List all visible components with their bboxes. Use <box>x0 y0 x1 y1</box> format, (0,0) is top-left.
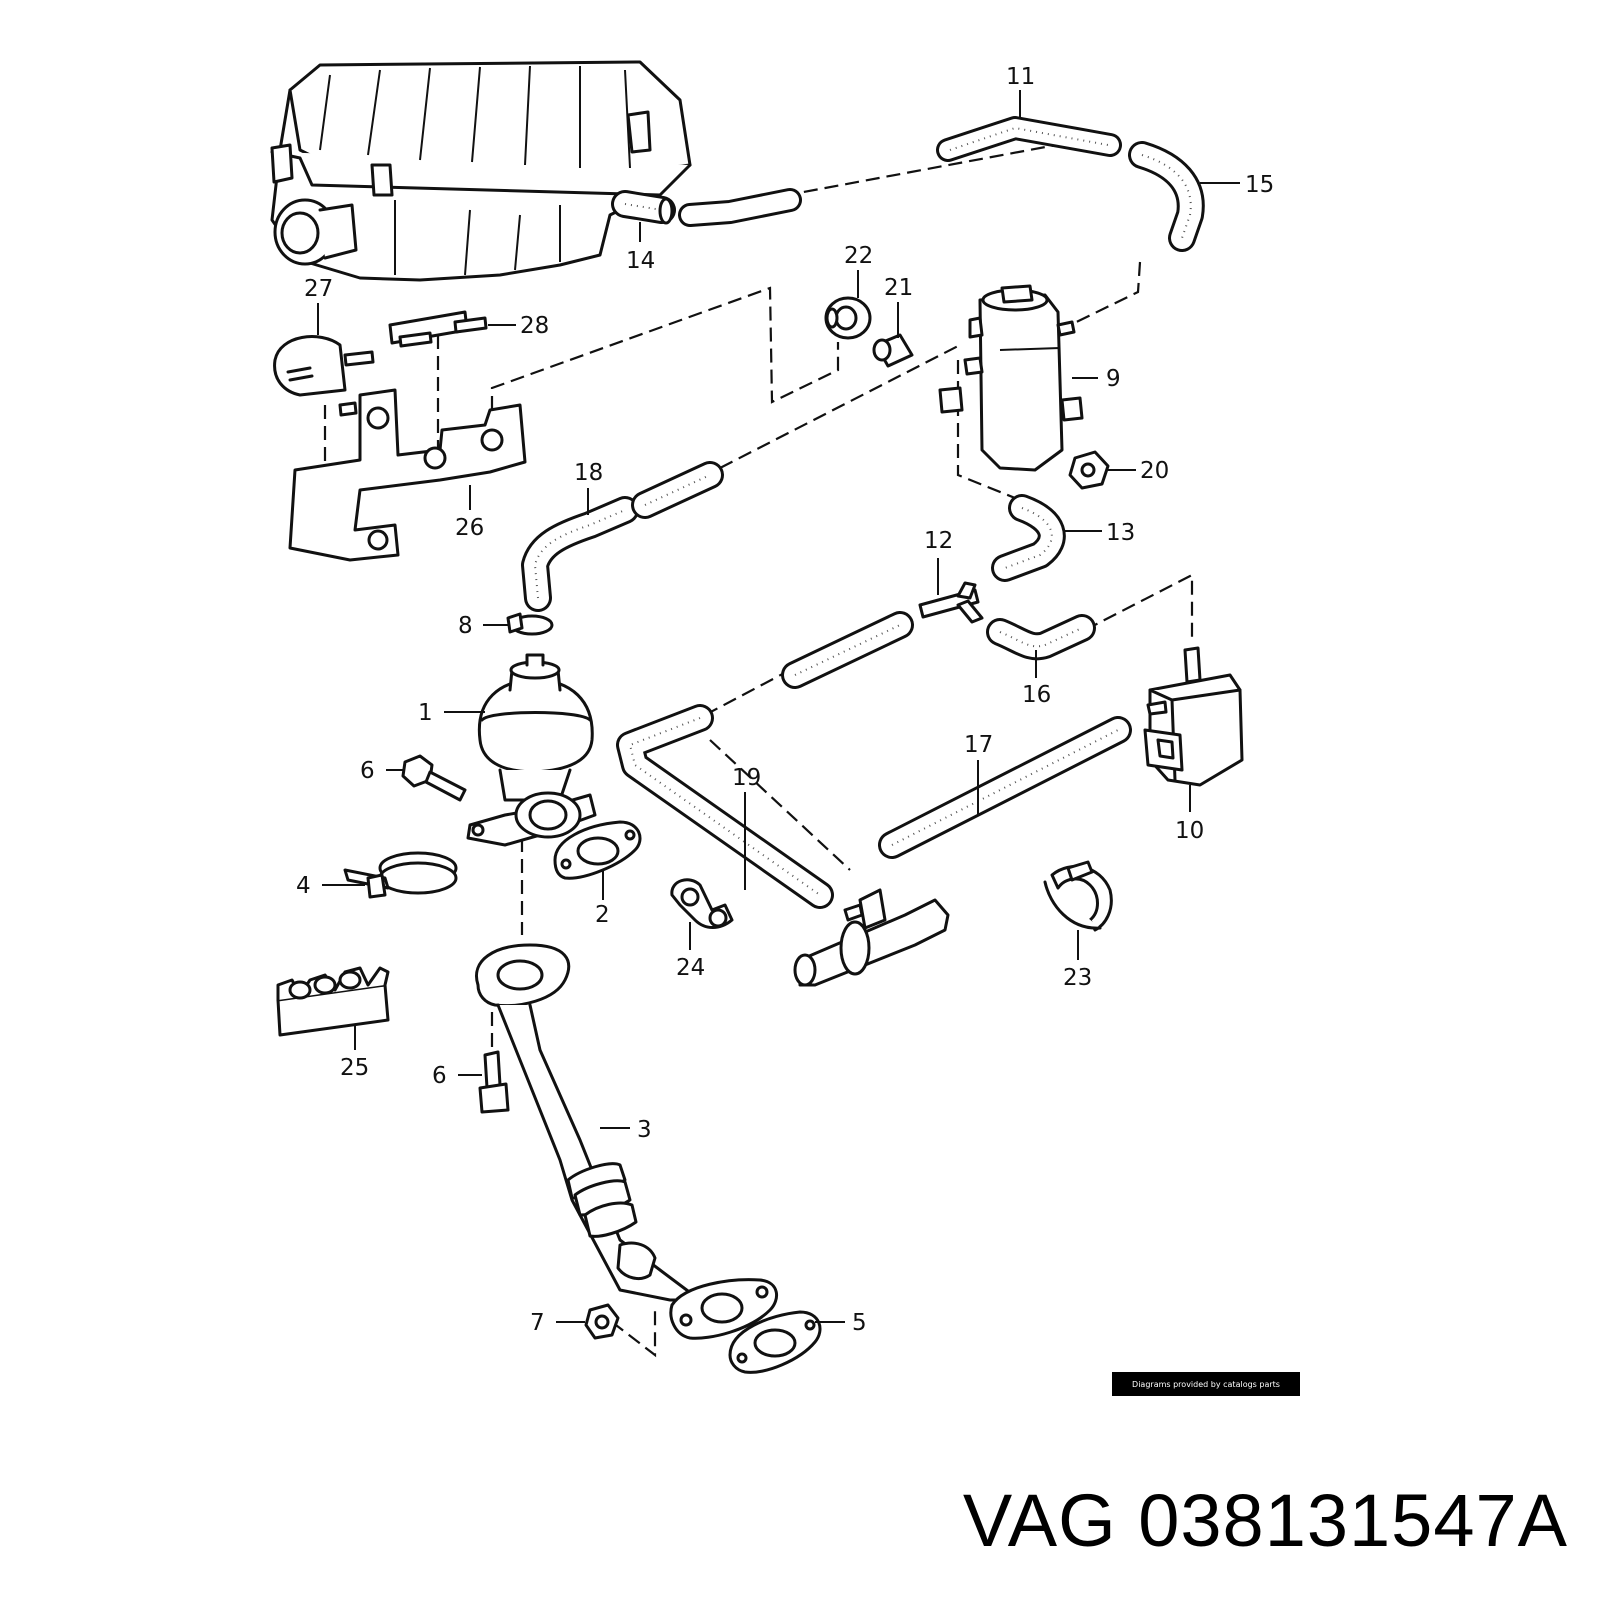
bolt-6-lower <box>478 1050 510 1114</box>
pressure-converter-9 <box>938 284 1084 472</box>
part-title: VAG 038131547A <box>0 1478 1568 1563</box>
callout-17: 17 <box>964 732 993 758</box>
callout-labels: 1 2 3 4 5 6 6 7 8 9 10 11 12 13 14 15 16… <box>296 64 1274 1336</box>
callout-4: 4 <box>296 873 311 899</box>
callout-3: 3 <box>637 1117 652 1143</box>
t-connector-12 <box>918 581 984 624</box>
hose-16 <box>986 614 1096 661</box>
t-piece-connector <box>793 888 950 987</box>
callout-19: 19 <box>732 765 761 791</box>
egr-pipe-3 <box>475 943 779 1340</box>
solenoid-valve-10 <box>1143 646 1244 787</box>
hose-14 <box>611 190 676 225</box>
callout-27: 27 <box>304 276 333 302</box>
callout-12: 12 <box>924 528 953 554</box>
callout-24: 24 <box>676 955 705 981</box>
callout-1: 1 <box>418 700 433 726</box>
hose-clamp-8 <box>506 612 554 636</box>
callout-7: 7 <box>530 1310 545 1336</box>
clip-23 <box>1043 860 1113 932</box>
callout-22: 22 <box>844 243 873 269</box>
gasket-2 <box>553 820 642 880</box>
nut-20 <box>1068 450 1110 490</box>
callout-8: 8 <box>458 613 473 639</box>
mounting-bracket-26 <box>288 388 527 562</box>
callout-2: 2 <box>595 902 610 928</box>
callout-9: 9 <box>1106 366 1121 392</box>
brand-name: VAG <box>962 1479 1117 1562</box>
diagram-credit-badge: Diagrams provided by catalogs parts <box>1112 1372 1300 1396</box>
callout-26: 26 <box>455 515 484 541</box>
bolts-28 <box>338 310 488 417</box>
callout-14: 14 <box>626 248 655 274</box>
callout-5: 5 <box>852 1310 867 1336</box>
egr-valve-1 <box>466 653 597 847</box>
callout-6-lower: 6 <box>432 1063 447 1089</box>
hose-segment <box>781 611 914 689</box>
gasket-5 <box>728 1310 822 1374</box>
hose-11 <box>678 116 1122 227</box>
bolt-6-upper <box>401 754 467 802</box>
pipe-holder-25 <box>276 966 390 1037</box>
nut-7 <box>584 1303 620 1340</box>
callout-10: 10 <box>1175 818 1204 844</box>
callout-23: 23 <box>1063 965 1092 991</box>
callout-16: 16 <box>1022 682 1051 708</box>
part-number: 038131547A <box>1138 1479 1568 1562</box>
grommet-22 <box>824 296 872 340</box>
sleeve-21 <box>872 333 914 368</box>
callout-11: 11 <box>1006 64 1035 90</box>
callout-15: 15 <box>1245 172 1274 198</box>
clip-24 <box>670 878 734 929</box>
callout-28: 28 <box>520 313 549 339</box>
callout-18: 18 <box>574 460 603 486</box>
hose-13 <box>991 494 1066 582</box>
clamp-27 <box>273 335 375 397</box>
hose-19 <box>616 704 834 909</box>
callout-6-upper: 6 <box>360 758 375 784</box>
air-filter-housing <box>270 60 692 282</box>
hose-17 <box>878 716 1132 859</box>
callout-21: 21 <box>884 275 913 301</box>
connection-lines <box>323 133 1194 1358</box>
callout-leaders <box>317 90 1240 1323</box>
hose-clamp-4 <box>343 851 458 899</box>
callout-20: 20 <box>1140 458 1169 484</box>
callout-25: 25 <box>340 1055 369 1081</box>
callout-13: 13 <box>1106 520 1135 546</box>
credit-text: Diagrams provided by catalogs parts <box>1132 1379 1280 1389</box>
hose-15 <box>1128 141 1205 252</box>
hose-18 <box>521 461 724 612</box>
